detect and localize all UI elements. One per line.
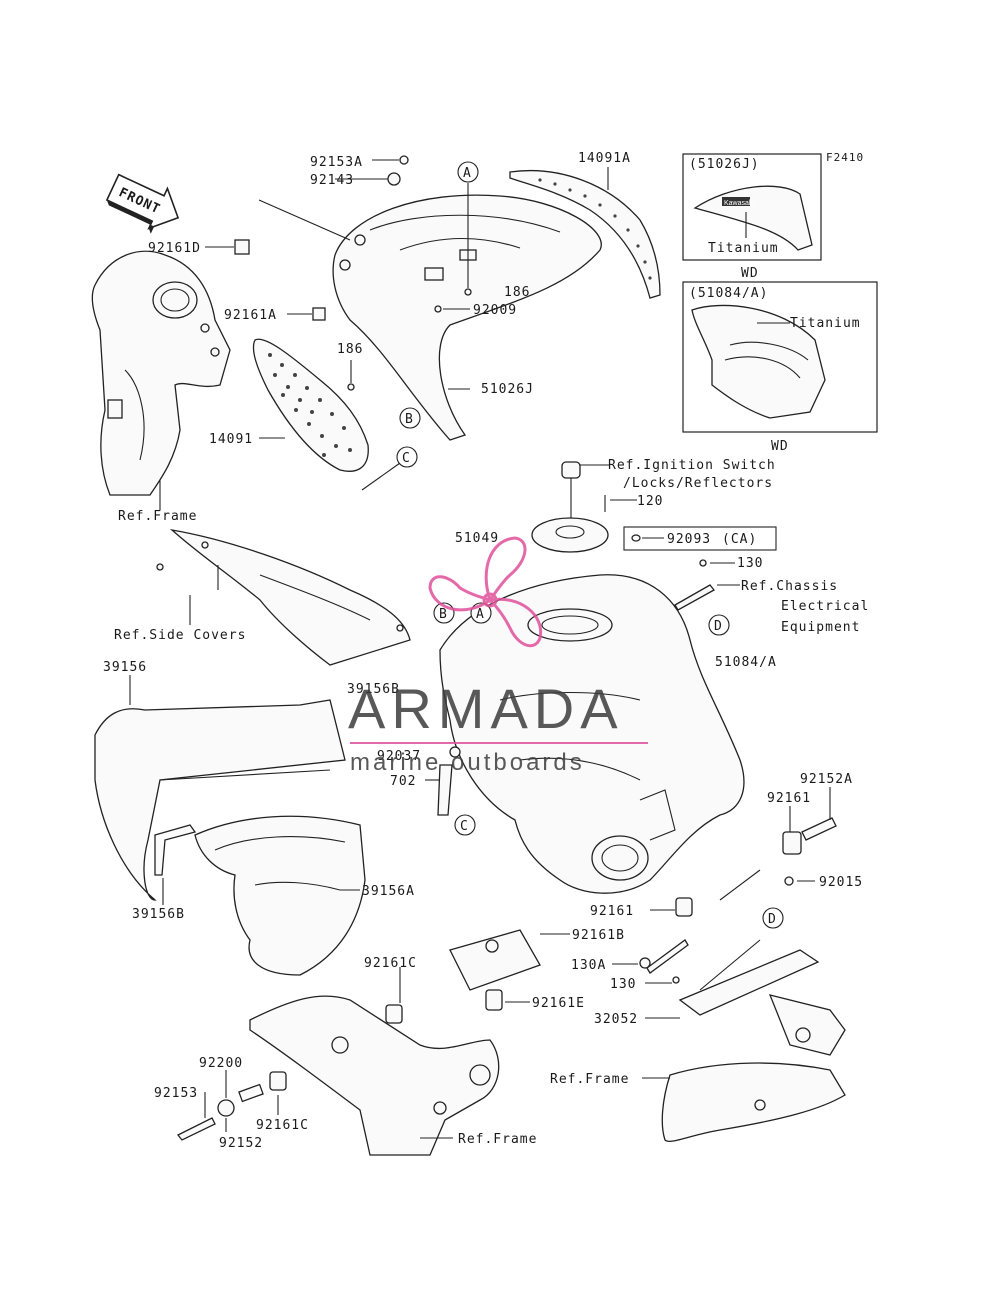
brand-badge-text: Kawasaki [724,200,754,207]
variant-code: (51026J) [689,157,760,172]
fuel-cap [531,461,609,553]
side-panel-14091 [252,338,369,472]
svg-text:D: D [768,912,777,927]
part-label: 92152 [219,1136,263,1151]
fuel-tank [439,574,745,894]
variant-code: (51084/A) [689,286,768,301]
part-labels: 92153A 92143 14091A 92161D 186 92161A 92… [103,151,863,1151]
part-label: 702 [390,774,416,789]
callout-d-bottom: D [762,907,784,929]
part-label: 92161 [767,791,811,806]
ref-frame-left: Ref.Frame [118,509,197,524]
svg-text:A: A [463,166,472,181]
part-label: 92161 [590,904,634,919]
part-label: 92143 [310,173,354,188]
part-label: 92153A [310,155,363,170]
part-label: 39156A [362,884,415,899]
tank-cover-39156a [194,815,366,976]
part-label: 130A [571,958,606,973]
ref-frame-bottom: Ref.Frame [458,1132,537,1147]
part-label: 92152A [800,772,853,787]
leader-lines [129,159,831,1139]
ref-electrical: Electrical [781,599,869,614]
svg-text:C: C [402,451,411,466]
svg-text:D: D [714,619,723,634]
variant-material: Titanium [790,316,861,331]
variant-region: WD [771,439,789,454]
option-code: 92093 [667,532,711,547]
ref-frame-right: Ref.Frame [550,1072,629,1087]
part-label: 92037 [377,749,421,764]
svg-text:B: B [439,607,448,622]
frame-bottom [249,995,500,1156]
callout-c-top: C [396,446,418,468]
part-label: 92153 [154,1086,198,1101]
bracket-39156b [154,824,197,876]
part-label: 39156B [132,907,185,922]
part-label: 51026J [481,382,534,397]
svg-text:B: B [405,412,414,427]
part-label: 51084/A [715,655,777,670]
part-label: 186 [337,342,363,357]
part-label: 92161B [572,928,625,943]
callout-a-top: A [457,161,479,183]
part-label: 92161A [224,308,277,323]
part-label: 14091 [209,432,253,447]
figure-code: F2410 [826,151,864,164]
tank-cover-39156 [94,699,346,901]
variant-box-51026j: (51026J) Kawasaki Titanium WD [682,153,822,281]
svg-text:A: A [476,607,485,622]
callout-c-mid: C [454,814,476,836]
ref-ignition-switch: Ref.Ignition Switch [608,458,776,473]
callout-d-mid: D [708,614,730,636]
tank-cover [332,194,602,441]
part-label: 120 [637,494,663,509]
frame-right [661,994,846,1142]
variant-region: WD [741,266,759,281]
part-label: 32052 [594,1012,638,1027]
propeller-icon [428,536,543,648]
side-panel-14091a [509,169,661,299]
hardware [156,155,837,1141]
ref-locks-reflectors: /Locks/Reflectors [623,476,773,491]
ref-equipment: Equipment [781,620,860,635]
part-label: 92009 [473,303,517,318]
part-label: 92015 [819,875,863,890]
variant-box-51084a: (51084/A) Titanium WD [682,281,878,454]
part-label: 14091A [578,151,631,166]
part-label: 130 [610,977,636,992]
part-label: 39156B [347,682,400,697]
part-label: 186 [504,285,530,300]
option-region: (CA) [722,532,757,547]
part-label: 92200 [199,1056,243,1071]
callout-b-top: B [399,407,421,429]
frame-left [91,250,231,496]
part-label: 92161C [364,956,417,971]
watermark-logo: ARMADA marine outboards [348,536,648,776]
part-label: 51049 [455,531,499,546]
part-label: 39156 [103,660,147,675]
svg-text:C: C [460,819,469,834]
option-box-92093: 92093 (CA) [623,526,777,551]
watermark-title: ARMADA [348,677,624,740]
reference-labels: Ref.Frame Ref.Side Covers Ref.Ignition S… [114,458,869,1147]
part-label: 92161C [256,1118,309,1133]
ref-side-covers: Ref.Side Covers [114,628,246,643]
watermark-subtitle: marine outboards [350,749,585,776]
front-arrow-icon: FRONT [105,173,180,234]
part-label: 92161E [532,996,585,1011]
ref-chassis: Ref.Chassis [741,579,838,594]
side-cover [169,528,411,666]
part-label: 92161D [148,241,201,256]
variant-material: Titanium [708,241,779,256]
part-label: 130 [737,556,763,571]
brand-badge [722,197,750,206]
